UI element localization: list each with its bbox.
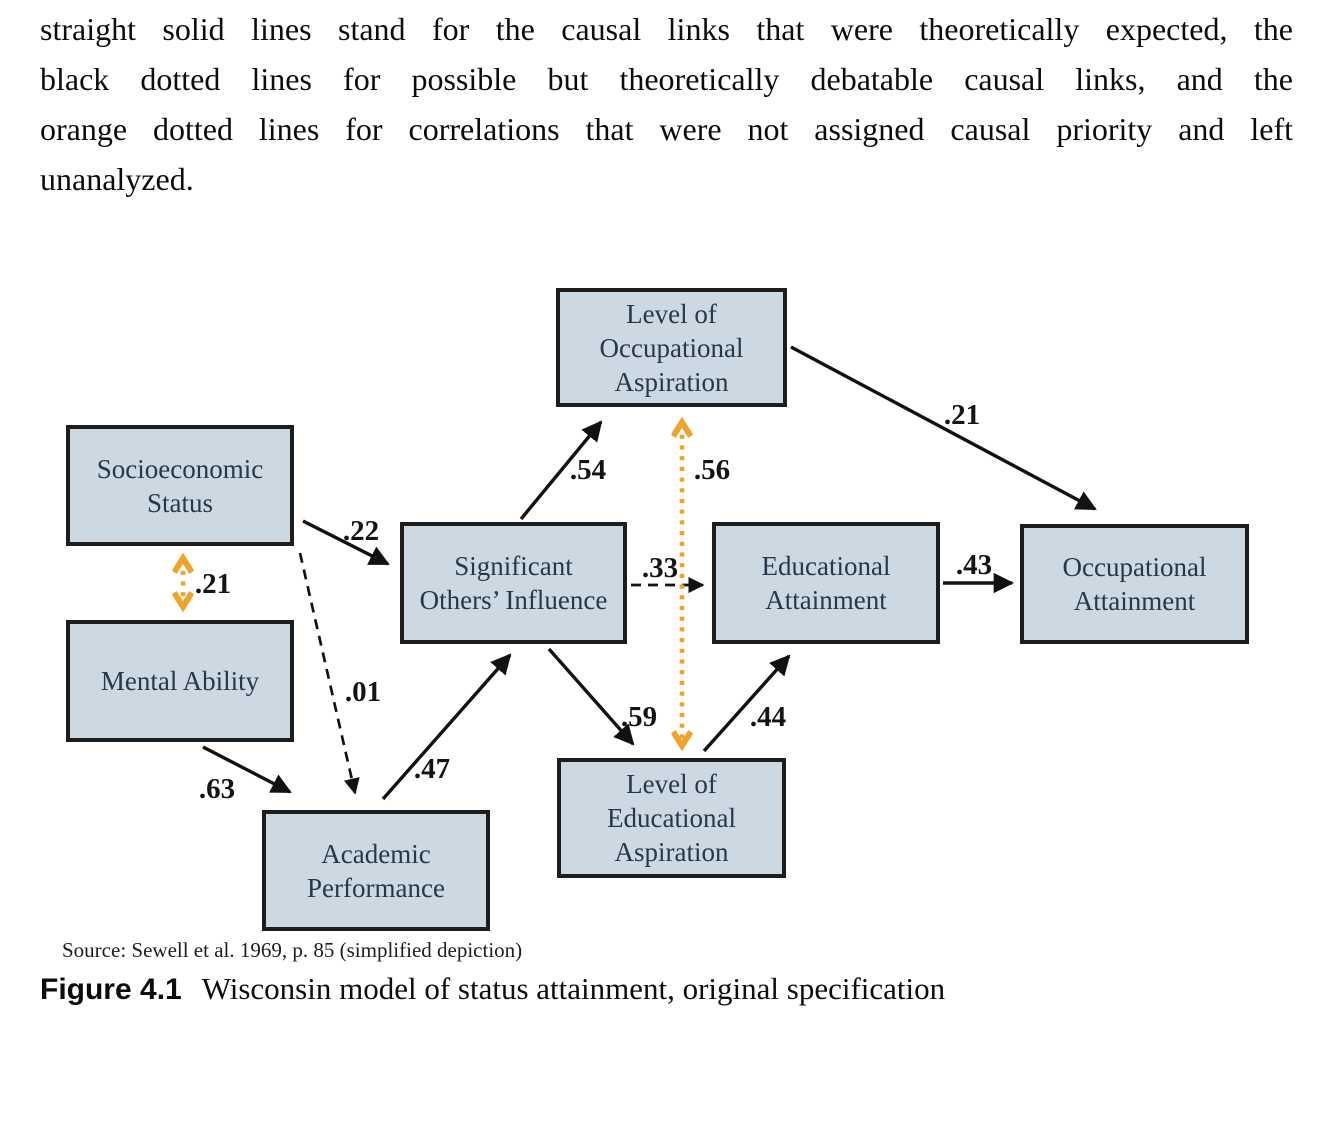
link-ap-to-soi: .47 <box>381 653 512 801</box>
link-ses-to-ap-dashed: .01 <box>298 552 381 795</box>
box-mental-ability: Mental Ability <box>66 620 294 742</box>
intro-paragraph: straight solid lines stand for the causa… <box>40 4 1293 204</box>
box-label-line: Attainment <box>765 585 887 615</box>
box-label-line: Level of <box>626 769 717 799</box>
box-academic-performance: Academic Performance <box>262 810 490 931</box>
coefficient-label: .43 <box>956 549 992 581</box>
box-socioeconomic-status: Socioeconomic Status <box>66 425 294 546</box>
box-label-line: Educational <box>607 803 736 833</box>
source-note: Source: Sewell et al. 1969, p. 85 (simpl… <box>62 938 523 962</box>
box-educational-attainment: Educational Attainment <box>712 522 940 644</box>
link-ma-to-ap: .63 <box>199 745 292 805</box>
box-label-line: Attainment <box>1073 586 1196 616</box>
link-soi-to-ea-dashed: .33 <box>631 552 705 594</box>
figure-caption-text: Wisconsin model of status attainment, or… <box>201 971 946 1006</box>
box-label-line: Academic <box>321 838 431 869</box>
coefficient-label: .63 <box>199 773 235 805</box>
coefficient-label: .47 <box>414 753 450 785</box>
box-label-line: Educational <box>761 551 891 581</box>
intro-line: unanalyzed. <box>40 161 194 197</box>
figure-caption-label: Figure 4.1 <box>40 973 182 1006</box>
intro-line: black dotted lines for possible but theo… <box>40 61 1293 97</box>
coefficient-label: .22 <box>343 515 379 547</box>
coefficient-label: .54 <box>570 454 606 486</box>
coefficient-label: .01 <box>345 676 381 708</box>
box-label-line: Occupational <box>1062 552 1207 582</box>
link-ses-to-soi: .22 <box>302 515 390 566</box>
box-label-line: Significant <box>454 551 573 581</box>
coefficient-label: .33 <box>642 552 678 584</box>
box-level-of-educational-aspiration: Level of Educational Aspiration <box>557 758 786 878</box>
link-soi-to-lea: .59 <box>547 647 657 746</box>
box-label-line: Status <box>146 487 213 518</box>
link-ses-ma-correlation: .21 <box>183 560 231 605</box>
box-label-line: Aspiration <box>614 837 729 867</box>
box-label-line: Performance <box>307 872 445 903</box>
coefficient-label: .44 <box>750 701 786 733</box>
figure-caption: Figure 4.1 Wisconsin model of status atta… <box>40 971 1290 1007</box>
box-occupational-attainment: Occupational Attainment <box>1020 524 1249 644</box>
box-level-of-occupational-aspiration: Level of Occupational Aspiration <box>556 288 787 407</box>
link-soi-to-loa: .54 <box>519 420 606 521</box>
coefficient-label: .21 <box>195 568 231 600</box>
box-significant-others-influence: Significant Others’ Influence <box>400 522 627 644</box>
box-label-line: Socioeconomic <box>96 453 264 484</box>
link-lea-to-ea: .44 <box>702 654 791 753</box>
box-label-line: Others’ Influence <box>419 585 608 615</box>
box-label-line: Occupational <box>599 332 744 363</box>
link-ea-to-oa: .43 <box>943 549 1015 594</box>
coefficient-label: .21 <box>944 399 980 431</box>
box-label-line: Aspiration <box>614 366 729 397</box>
box-label-line: Level of <box>626 298 717 329</box>
coefficient-label: .59 <box>621 701 657 733</box>
coefficient-label: .56 <box>694 454 730 486</box>
intro-line: orange dotted lines for correlations tha… <box>40 111 1293 147</box>
box-label-line: Mental Ability <box>100 666 260 696</box>
link-loa-to-oa: .21 <box>790 345 1097 511</box>
intro-line: straight solid lines stand for the causa… <box>40 11 1293 47</box>
